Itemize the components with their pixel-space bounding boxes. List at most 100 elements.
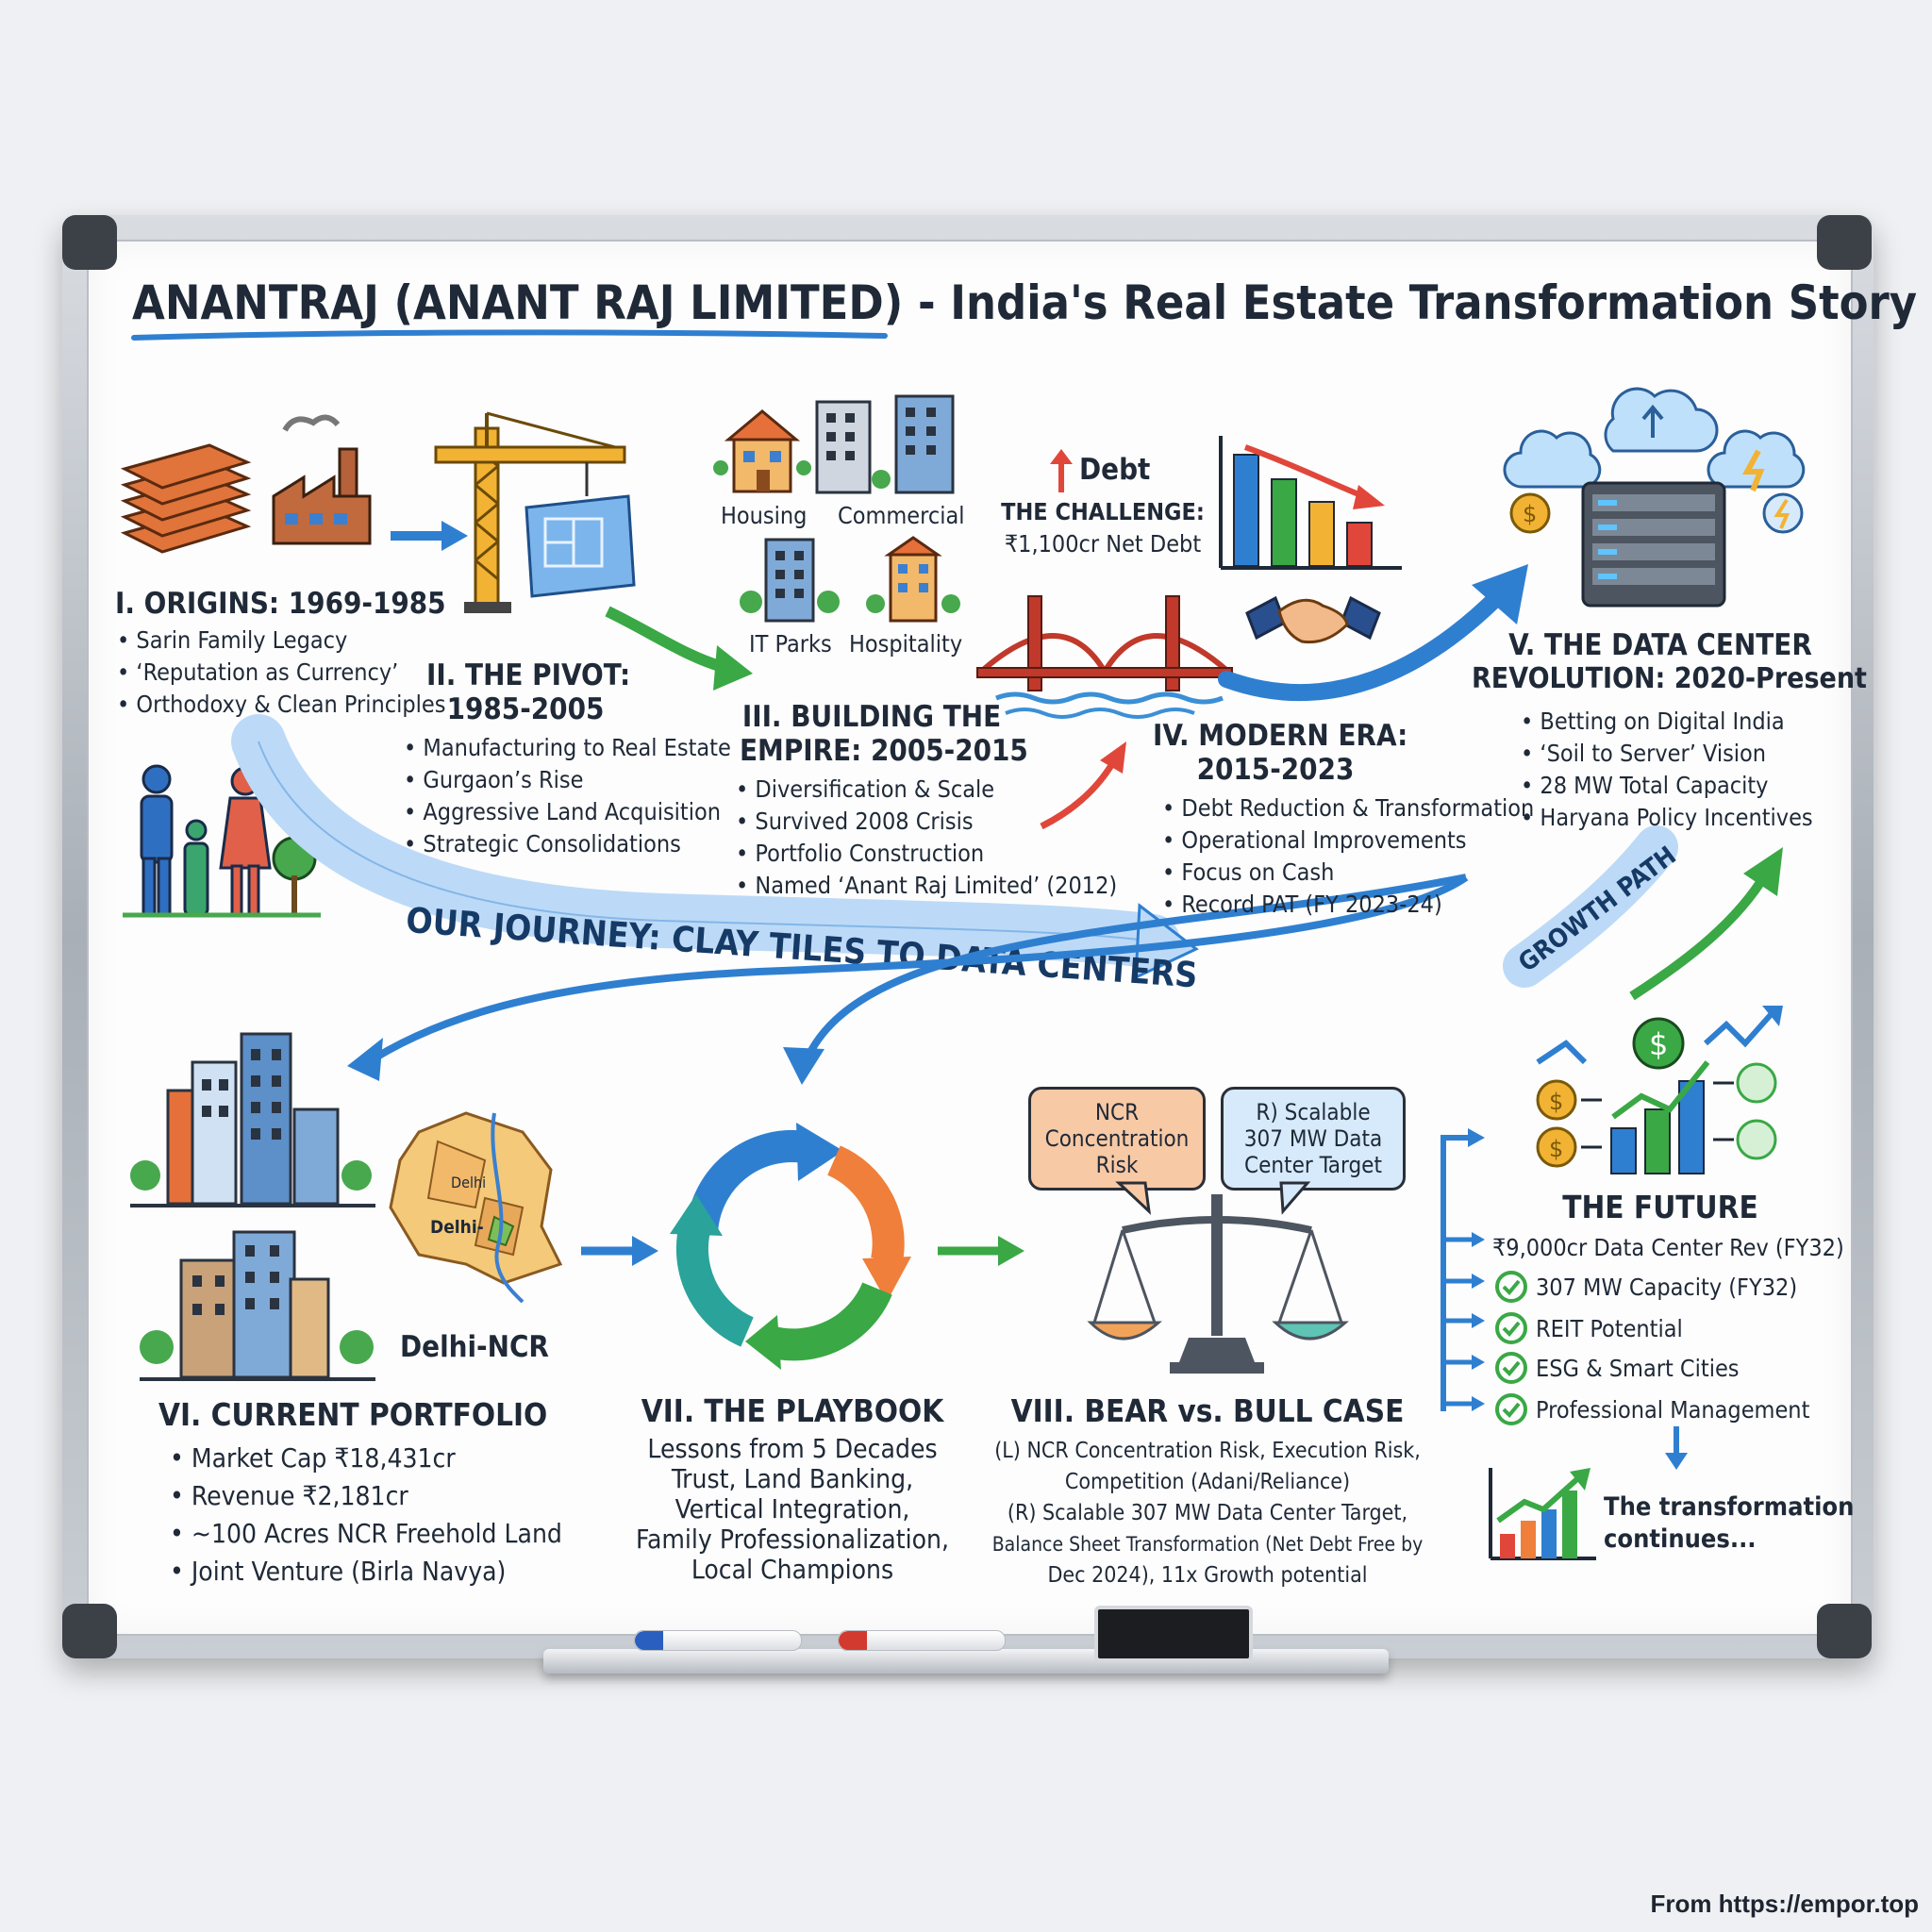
title-rest: - India's Real Estate Transformation Sto… xyxy=(903,275,1918,330)
arrow-icon xyxy=(391,521,468,551)
list-item: Portfolio Construction xyxy=(736,838,1117,870)
blue-marker[interactable] xyxy=(634,1630,802,1651)
check-icon xyxy=(1495,1352,1527,1384)
cloud-server-icon: $ xyxy=(1503,387,1806,608)
frame-corner xyxy=(1817,215,1872,270)
list-item: Gurgaon’s Rise xyxy=(404,764,731,796)
it-parks-label: IT Parks xyxy=(749,630,832,658)
page-title: ANANTRAJ (ANANT RAJ LIMITED) - India's R… xyxy=(132,275,1917,330)
city-icon xyxy=(130,1032,375,1208)
blueprint-icon xyxy=(525,494,636,598)
bridge-icon xyxy=(976,595,1233,719)
list-item: Haryana Policy Incentives xyxy=(1521,802,1812,834)
arrow-icon xyxy=(938,1236,1024,1266)
bearbull-line: Balance Sheet Transformation (Net Debt F… xyxy=(991,1533,1424,1556)
bearbull-line: Dec 2024), 11x Growth potential xyxy=(1047,1563,1368,1588)
red-marker[interactable] xyxy=(838,1630,1006,1651)
it-parks-icon xyxy=(740,538,840,623)
svg-text:$: $ xyxy=(1523,501,1537,527)
growth-chart-icon: $ $ $ xyxy=(1536,1006,1783,1174)
future-item: ESG & Smart Cities xyxy=(1536,1355,1740,1382)
list-item: Market Cap ₹18,431cr xyxy=(170,1440,562,1477)
bearbull-line: (R) Scalable 307 MW Data Center Target, xyxy=(1007,1501,1408,1525)
housing-label: Housing xyxy=(721,502,808,529)
list-item: Manufacturing to Real Estate xyxy=(404,732,730,764)
check-icon xyxy=(1495,1271,1527,1303)
closing-text: The transformation xyxy=(1604,1492,1855,1522)
map-label-small: Delhi xyxy=(451,1174,487,1191)
down-arrow-icon xyxy=(1665,1426,1688,1470)
scale-icon xyxy=(1087,1194,1349,1374)
list-item: Revenue ₹2,181cr xyxy=(170,1477,562,1515)
datacenter-heading: V. THE DATA CENTER xyxy=(1508,628,1812,662)
playbook-line: Family Professionalization, xyxy=(636,1524,949,1555)
svg-text:$: $ xyxy=(1649,1026,1668,1062)
playbook-heading: VII. THE PLAYBOOK xyxy=(641,1392,944,1429)
growth-path-banner xyxy=(1503,825,1678,988)
datacenter-list: Betting on Digital India ‘Soil to Server… xyxy=(1521,706,1813,834)
list-item: Sarin Family Legacy xyxy=(117,625,445,657)
bearbull-heading: VIII. BEAR vs. BULL CASE xyxy=(1010,1392,1405,1429)
city-icon xyxy=(140,1230,375,1381)
bubble-line: NCR xyxy=(1094,1099,1140,1125)
bubble-line: Risk xyxy=(1095,1152,1139,1178)
challenge-value: ₹1,100cr Net Debt xyxy=(1004,530,1202,558)
list-item: Named ‘Anant Raj Limited’ (2012) xyxy=(736,870,1117,902)
list-item: Orthodoxy & Clean Principles xyxy=(117,689,445,721)
title-highlight: ANANTRAJ (ANANT RAJ LIMITED) xyxy=(132,275,904,330)
list-item: Debt Reduction & Transformation xyxy=(1162,792,1534,824)
origins-heading: I. ORIGINS: 1969-1985 xyxy=(115,587,446,621)
list-item: Survived 2008 Crisis xyxy=(736,806,1117,838)
marker-tray xyxy=(543,1649,1389,1674)
playbook-line: Trust, Land Banking, xyxy=(671,1463,914,1494)
eraser[interactable] xyxy=(1094,1606,1253,1662)
svg-text:$: $ xyxy=(1549,1089,1563,1115)
hospitality-label: Hospitality xyxy=(849,630,963,658)
debt-label: Debt xyxy=(1079,453,1151,487)
pivot-heading: 1985-2005 xyxy=(446,692,605,726)
closing-text: continues... xyxy=(1604,1524,1757,1554)
check-icon xyxy=(1495,1393,1527,1425)
list-item: ~100 Acres NCR Freehold Land xyxy=(170,1515,562,1553)
playbook-line: Lessons from 5 Decades xyxy=(647,1433,938,1464)
map-title: Delhi-NCR xyxy=(400,1330,549,1364)
future-bracket xyxy=(1441,1128,1485,1411)
building-list: Diversification & Scale Survived 2008 Cr… xyxy=(736,774,1117,902)
debt-up-arrow-icon xyxy=(1050,449,1073,492)
map-label-small: Delhi- xyxy=(430,1217,484,1238)
title-underline xyxy=(131,329,888,341)
portfolio-heading: VI. CURRENT PORTFOLIO xyxy=(158,1396,548,1433)
portfolio-list: Market Cap ₹18,431cr Revenue ₹2,181cr ~1… xyxy=(170,1440,562,1591)
frame-corner xyxy=(62,215,117,270)
bubble-line: Center Target xyxy=(1244,1152,1382,1178)
list-item: Record PAT (FY 2023-24) xyxy=(1162,889,1534,921)
frame-corner xyxy=(1817,1604,1872,1658)
list-item: Focus on Cash xyxy=(1162,857,1534,889)
origins-list: Sarin Family Legacy ‘Reputation as Curre… xyxy=(117,625,445,721)
commercial-icon xyxy=(815,394,955,494)
bear-speech-bubble: NCR Concentration Risk xyxy=(1028,1087,1206,1191)
building-heading: EMPIRE: 2005-2015 xyxy=(740,734,1028,768)
list-item: Aggressive Land Acquisition xyxy=(404,796,731,828)
playbook-line: Vertical Integration, xyxy=(675,1493,910,1524)
bull-speech-bubble: R) Scalable 307 MW Data Center Target xyxy=(1221,1087,1406,1191)
list-item: Diversification & Scale xyxy=(736,774,1117,806)
bearbull-line: (L) NCR Concentration Risk, Execution Ri… xyxy=(994,1439,1421,1463)
frame-corner xyxy=(62,1604,117,1658)
future-item: 307 MW Capacity (FY32) xyxy=(1536,1274,1798,1301)
factory-icon xyxy=(272,414,372,545)
list-item: Betting on Digital India xyxy=(1521,706,1813,738)
bubble-line: Concentration xyxy=(1044,1125,1190,1152)
svg-text:$: $ xyxy=(1549,1136,1563,1162)
challenge-label: THE CHALLENGE: xyxy=(1001,498,1205,525)
bubble-line: R) Scalable xyxy=(1256,1099,1371,1125)
bubble-tail xyxy=(1279,1181,1311,1215)
arrow-icon xyxy=(605,606,753,691)
modern-list: Debt Reduction & Transformation Operatio… xyxy=(1162,792,1534,921)
growth-arrow-icon xyxy=(1218,564,1528,701)
modern-heading: 2015-2023 xyxy=(1196,753,1355,787)
datacenter-heading: REVOLUTION: 2020-Present xyxy=(1472,662,1867,695)
growth-chart-icon xyxy=(1489,1468,1596,1560)
housing-icon xyxy=(713,409,811,493)
future-item: REIT Potential xyxy=(1536,1315,1683,1342)
